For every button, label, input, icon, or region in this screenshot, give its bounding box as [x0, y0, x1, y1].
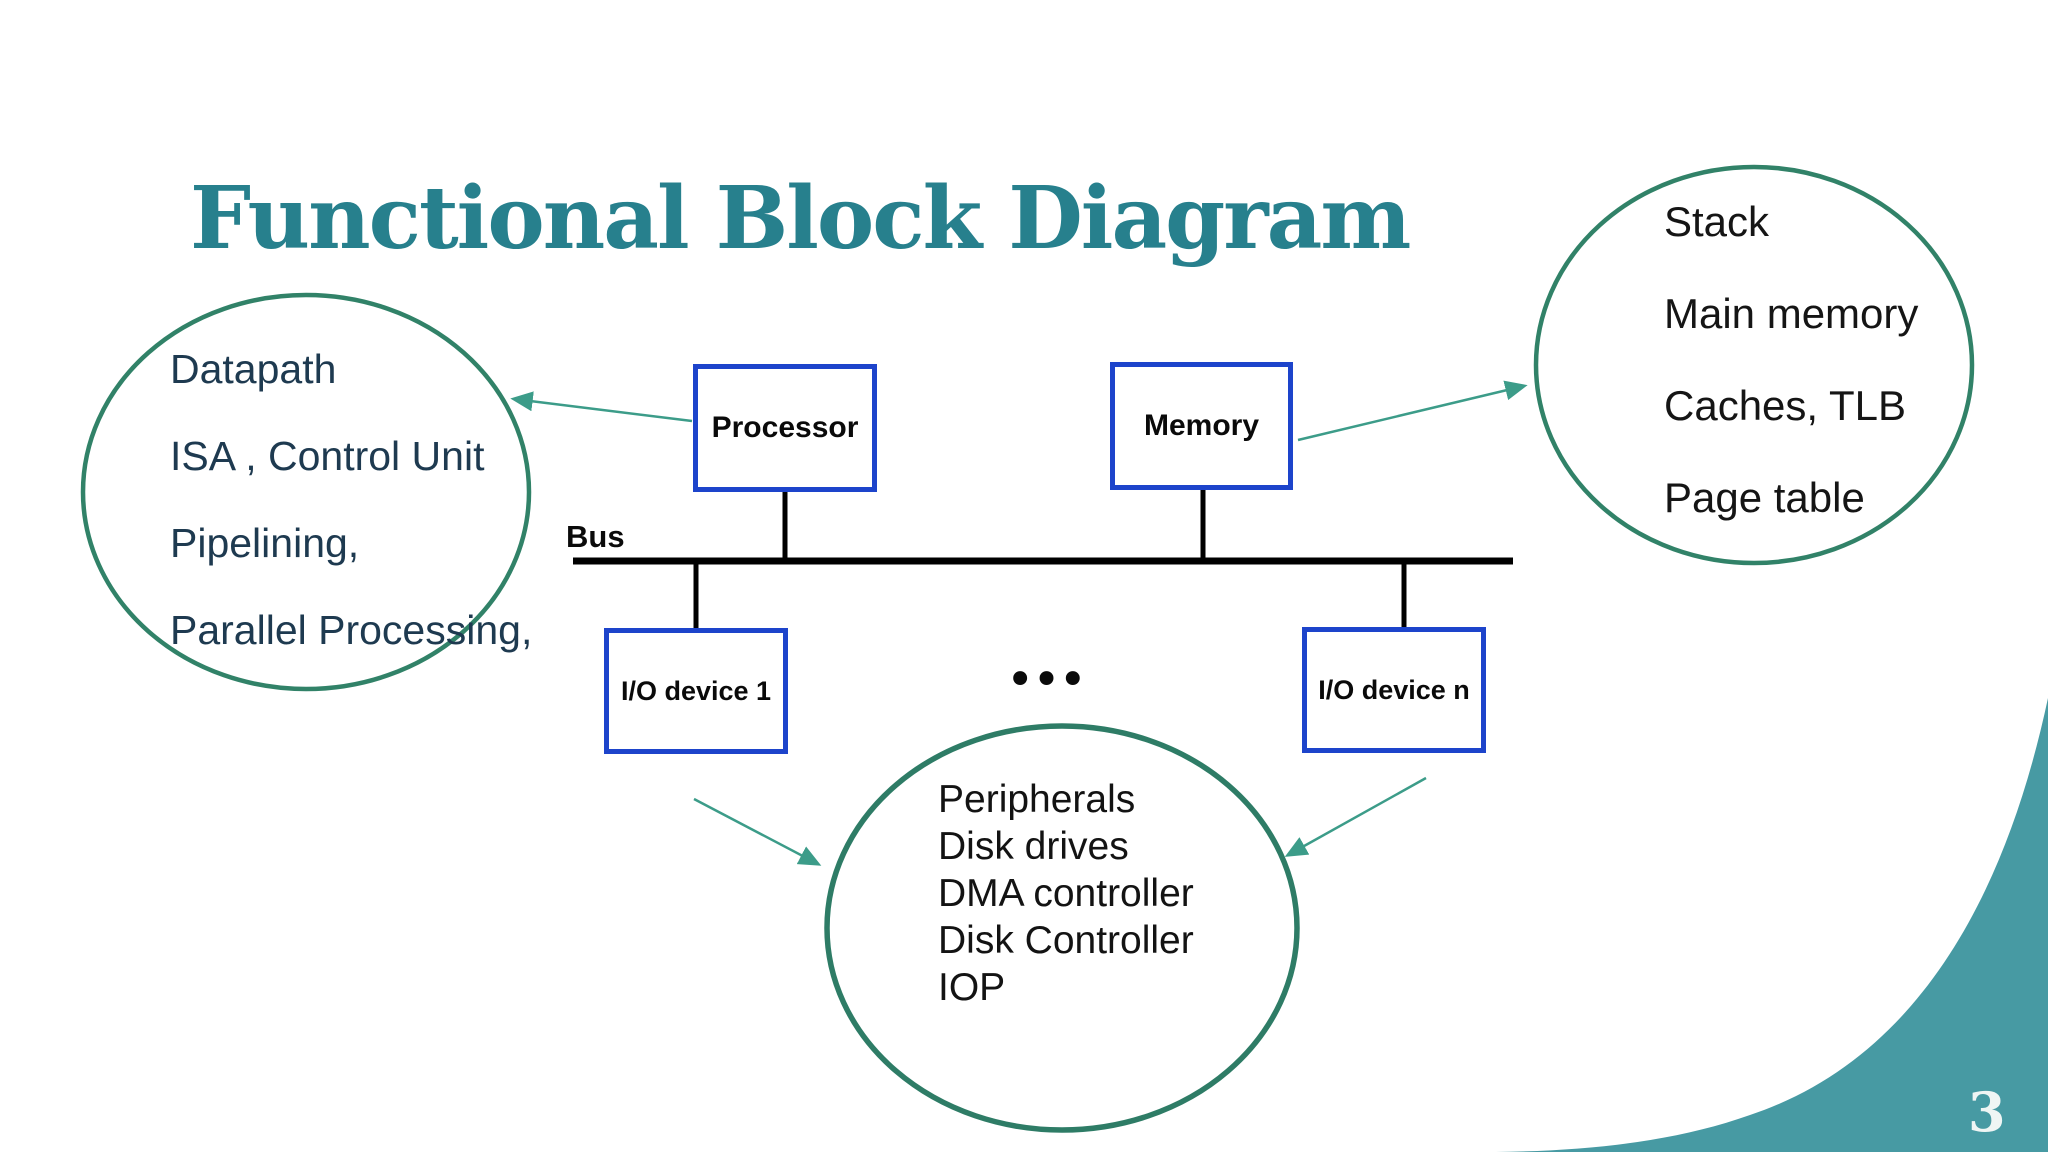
page-number: 3 [1968, 1080, 2006, 1144]
slide-title: Functional Block Diagram [190, 168, 1411, 269]
ellipsis-dots-icon: ••• [1006, 652, 1087, 708]
left-circle-line: Pipelining, [170, 520, 360, 566]
bottom-circle-line: Disk Controller [938, 919, 1194, 962]
processor-box-label: Processor [711, 411, 859, 444]
arrow-io1-to-bottom-circle [693, 797, 822, 866]
left-circle-line: Datapath [170, 346, 337, 392]
right-circle-line: Caches, TLB [1664, 382, 1907, 429]
arrow-processor-to-left-circle [510, 391, 693, 423]
arrow-memory-to-right-circle [1297, 380, 1528, 442]
right-circle-line: Stack [1664, 198, 1770, 245]
bottom-circle-outline [824, 723, 1300, 1133]
right-circle-outline [1533, 164, 1975, 566]
left-circle-line: Parallel Processing, [170, 607, 533, 653]
bottom-circle-line: Disk drives [938, 825, 1129, 868]
memory-box: Memory [1110, 362, 1293, 490]
bus-label: Bus [566, 519, 625, 554]
bottom-circle-line: IOP [938, 966, 1006, 1009]
io-device-1-box: I/O device 1 [604, 628, 788, 754]
bottom-circle-line: DMA controller [938, 872, 1194, 915]
left-circle-outline [80, 292, 532, 692]
right-circle-line: Main memory [1664, 290, 1919, 337]
processor-box: Processor [693, 364, 877, 492]
memory-box-label: Memory [1143, 409, 1260, 442]
left-circle-line: ISA , Control Unit [170, 433, 485, 479]
bottom-circle-line: Peripherals [938, 778, 1136, 821]
bottom-circle-text: Peripherals Disk drives DMA controller D… [938, 776, 1194, 1011]
corner-swoosh-shape [1458, 698, 2048, 1152]
right-circle-line: Page table [1664, 474, 1865, 521]
left-circle-text: Datapath ISA , Control Unit Pipelining, … [170, 326, 532, 674]
arrow-ion-to-bottom-circle [1284, 776, 1427, 857]
io-device-n-box: I/O device n [1302, 627, 1486, 753]
io-device-n-box-label: I/O device n [1318, 674, 1470, 705]
right-circle-text: Stack Main memory Caches, TLB Page table [1664, 176, 1918, 544]
io-device-1-box-label: I/O device 1 [620, 675, 772, 706]
